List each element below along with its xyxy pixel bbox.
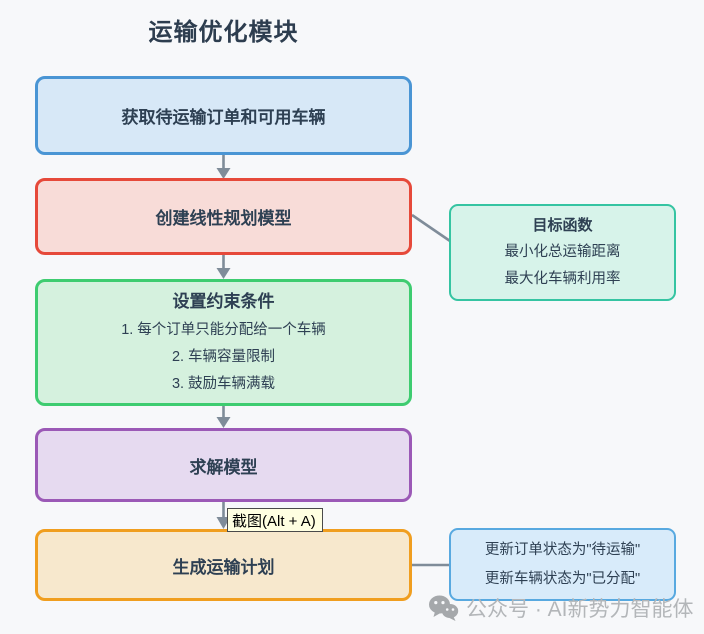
screenshot-tooltip: 截图(Alt + A) [227,508,323,532]
note-status-update: 更新订单状态为"待运输" 更新车辆状态为"已分配" [449,528,676,601]
note-line: 最小化总运输距离 [504,244,621,260]
constraint-item: 3. 鼓励车辆满载 [171,376,276,392]
wechat-icon [429,595,459,621]
node-label: 创建线性规划模型 [155,209,292,228]
edge-constraints-to-solve [216,406,231,428]
watermark-text: 公众号 · AI新势力智能体 [466,598,694,621]
edge-create-to-constraints [216,255,231,279]
note-objective-function: 目标函数 最小化总运输距离 最大化车辆利用率 [449,204,676,301]
node-set-constraints: 设置约束条件 1. 每个订单只能分配给一个车辆 2. 车辆容量限制 3. 鼓励车… [35,279,412,406]
edge-fetch-to-create [216,155,231,179]
note-line: 更新订单状态为"待运输" [484,541,641,558]
constraint-item: 1. 每个订单只能分配给一个车辆 [121,322,326,338]
node-solve-model: 求解模型 [35,428,412,502]
note-line: 最大化车辆利用率 [504,271,621,287]
constraint-item: 2. 车辆容量限制 [171,349,276,365]
edge-create-to-objective [411,213,451,243]
node-label: 生成运输计划 [172,557,275,577]
node-create-lp-model: 创建线性规划模型 [35,178,412,255]
diagram-title: 运输优化模块 [148,19,299,46]
node-label: 获取待运输订单和可用车辆 [121,108,326,127]
note-title: 目标函数 [532,217,593,234]
note-line: 更新车辆状态为"已分配" [484,570,641,587]
node-fetch-orders-vehicles: 获取待运输订单和可用车辆 [35,76,412,155]
node-generate-plan: 生成运输计划 [35,529,412,601]
node-label: 求解模型 [189,457,258,477]
node-title: 设置约束条件 [172,292,275,311]
watermark: 公众号 · AI新势力智能体 [428,593,694,623]
